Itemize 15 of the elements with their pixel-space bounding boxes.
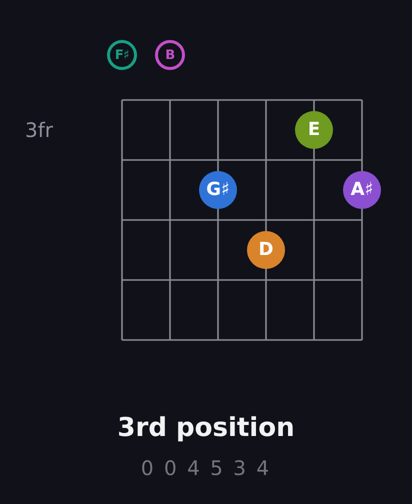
open-string-ring [107, 40, 137, 70]
fingering-numbers: 0 0 4 5 3 4 [140, 458, 272, 478]
note-name: A♯ [350, 181, 374, 199]
note-dot [343, 171, 381, 209]
note-dot [295, 111, 333, 149]
open-string-ring [155, 40, 185, 70]
note-name: G♯ [206, 181, 230, 199]
note-name: D [258, 241, 274, 259]
note-dot [247, 231, 285, 269]
note-name: E [308, 121, 320, 139]
note-name: B [165, 48, 175, 62]
note-dot [199, 171, 237, 209]
fret-number: 3fr [25, 120, 53, 140]
chord-title: 3rd position [116, 415, 296, 441]
note-name: F♯ [114, 48, 130, 62]
